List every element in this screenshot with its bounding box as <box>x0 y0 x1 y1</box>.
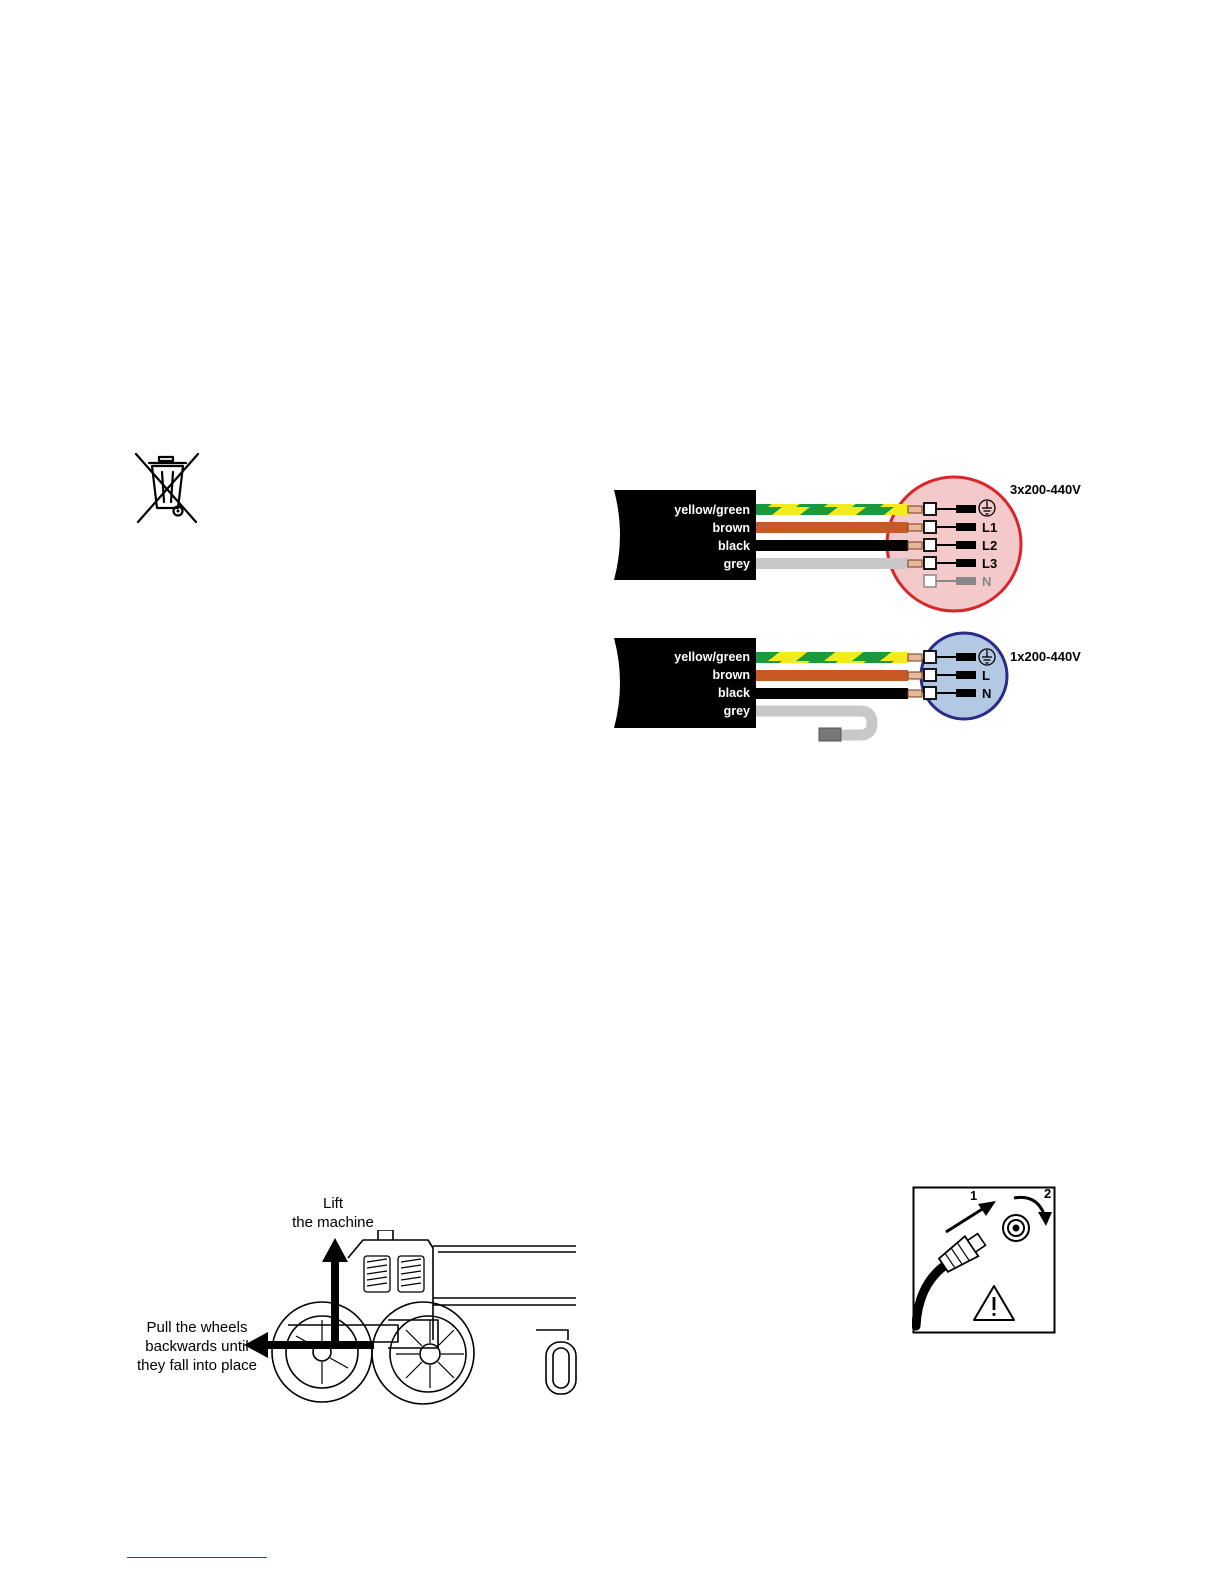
label-wire-brown: brown <box>713 668 751 682</box>
pull-caption-line1: Pull the wheels <box>127 1318 267 1337</box>
single-phase-voltage-label: 1x200-440V <box>1010 649 1081 664</box>
label-terminal-l2: L2 <box>982 538 997 553</box>
step-number-1: 1 <box>970 1188 977 1203</box>
label-terminal-n: N <box>982 574 991 589</box>
step-number-2: 2 <box>1044 1186 1051 1201</box>
wheel-mounting-illustration <box>268 1230 578 1405</box>
label-wire-yellow-green: yellow/green <box>674 503 750 517</box>
pull-caption-line3: they fall into place <box>127 1356 267 1375</box>
wire-black <box>756 540 908 551</box>
label-terminal-l: L <box>982 668 990 683</box>
three-phase-voltage-label: 3x200-440V <box>1010 482 1081 497</box>
single-phase-wiring-diagram: yellow/green brown black grey L N 1x200-… <box>614 628 1114 742</box>
label-wire-brown: brown <box>713 521 751 535</box>
wire-yellow-green <box>756 652 908 663</box>
wire-grey <box>756 558 908 569</box>
label-wire-yellow-green: yellow/green <box>674 650 750 664</box>
lift-caption-line1: Lift <box>281 1194 385 1213</box>
label-terminal-l3: L3 <box>982 556 997 571</box>
wire-brown <box>756 522 908 533</box>
label-terminal-l1: L1 <box>982 520 997 535</box>
wire-brown <box>756 670 908 681</box>
three-phase-wiring-diagram: yellow/green brown black grey L1 L2 L3 N… <box>614 474 1114 616</box>
lift-caption-line2: the machine <box>281 1213 385 1232</box>
connector-insertion-illustration: 1 2 <box>912 1186 1057 1334</box>
wire-black <box>756 688 908 699</box>
label-wire-black: black <box>718 686 750 700</box>
weee-bin-icon <box>132 450 202 526</box>
label-wire-grey: grey <box>724 704 750 718</box>
footnote-separator <box>127 1557 267 1558</box>
label-terminal-n: N <box>982 686 991 701</box>
wire-grey-folded <box>756 711 872 735</box>
pull-caption-line2: backwards until <box>127 1337 267 1356</box>
label-wire-grey: grey <box>724 557 750 571</box>
wire-yellow-green <box>756 504 908 515</box>
label-wire-black: black <box>718 539 750 553</box>
